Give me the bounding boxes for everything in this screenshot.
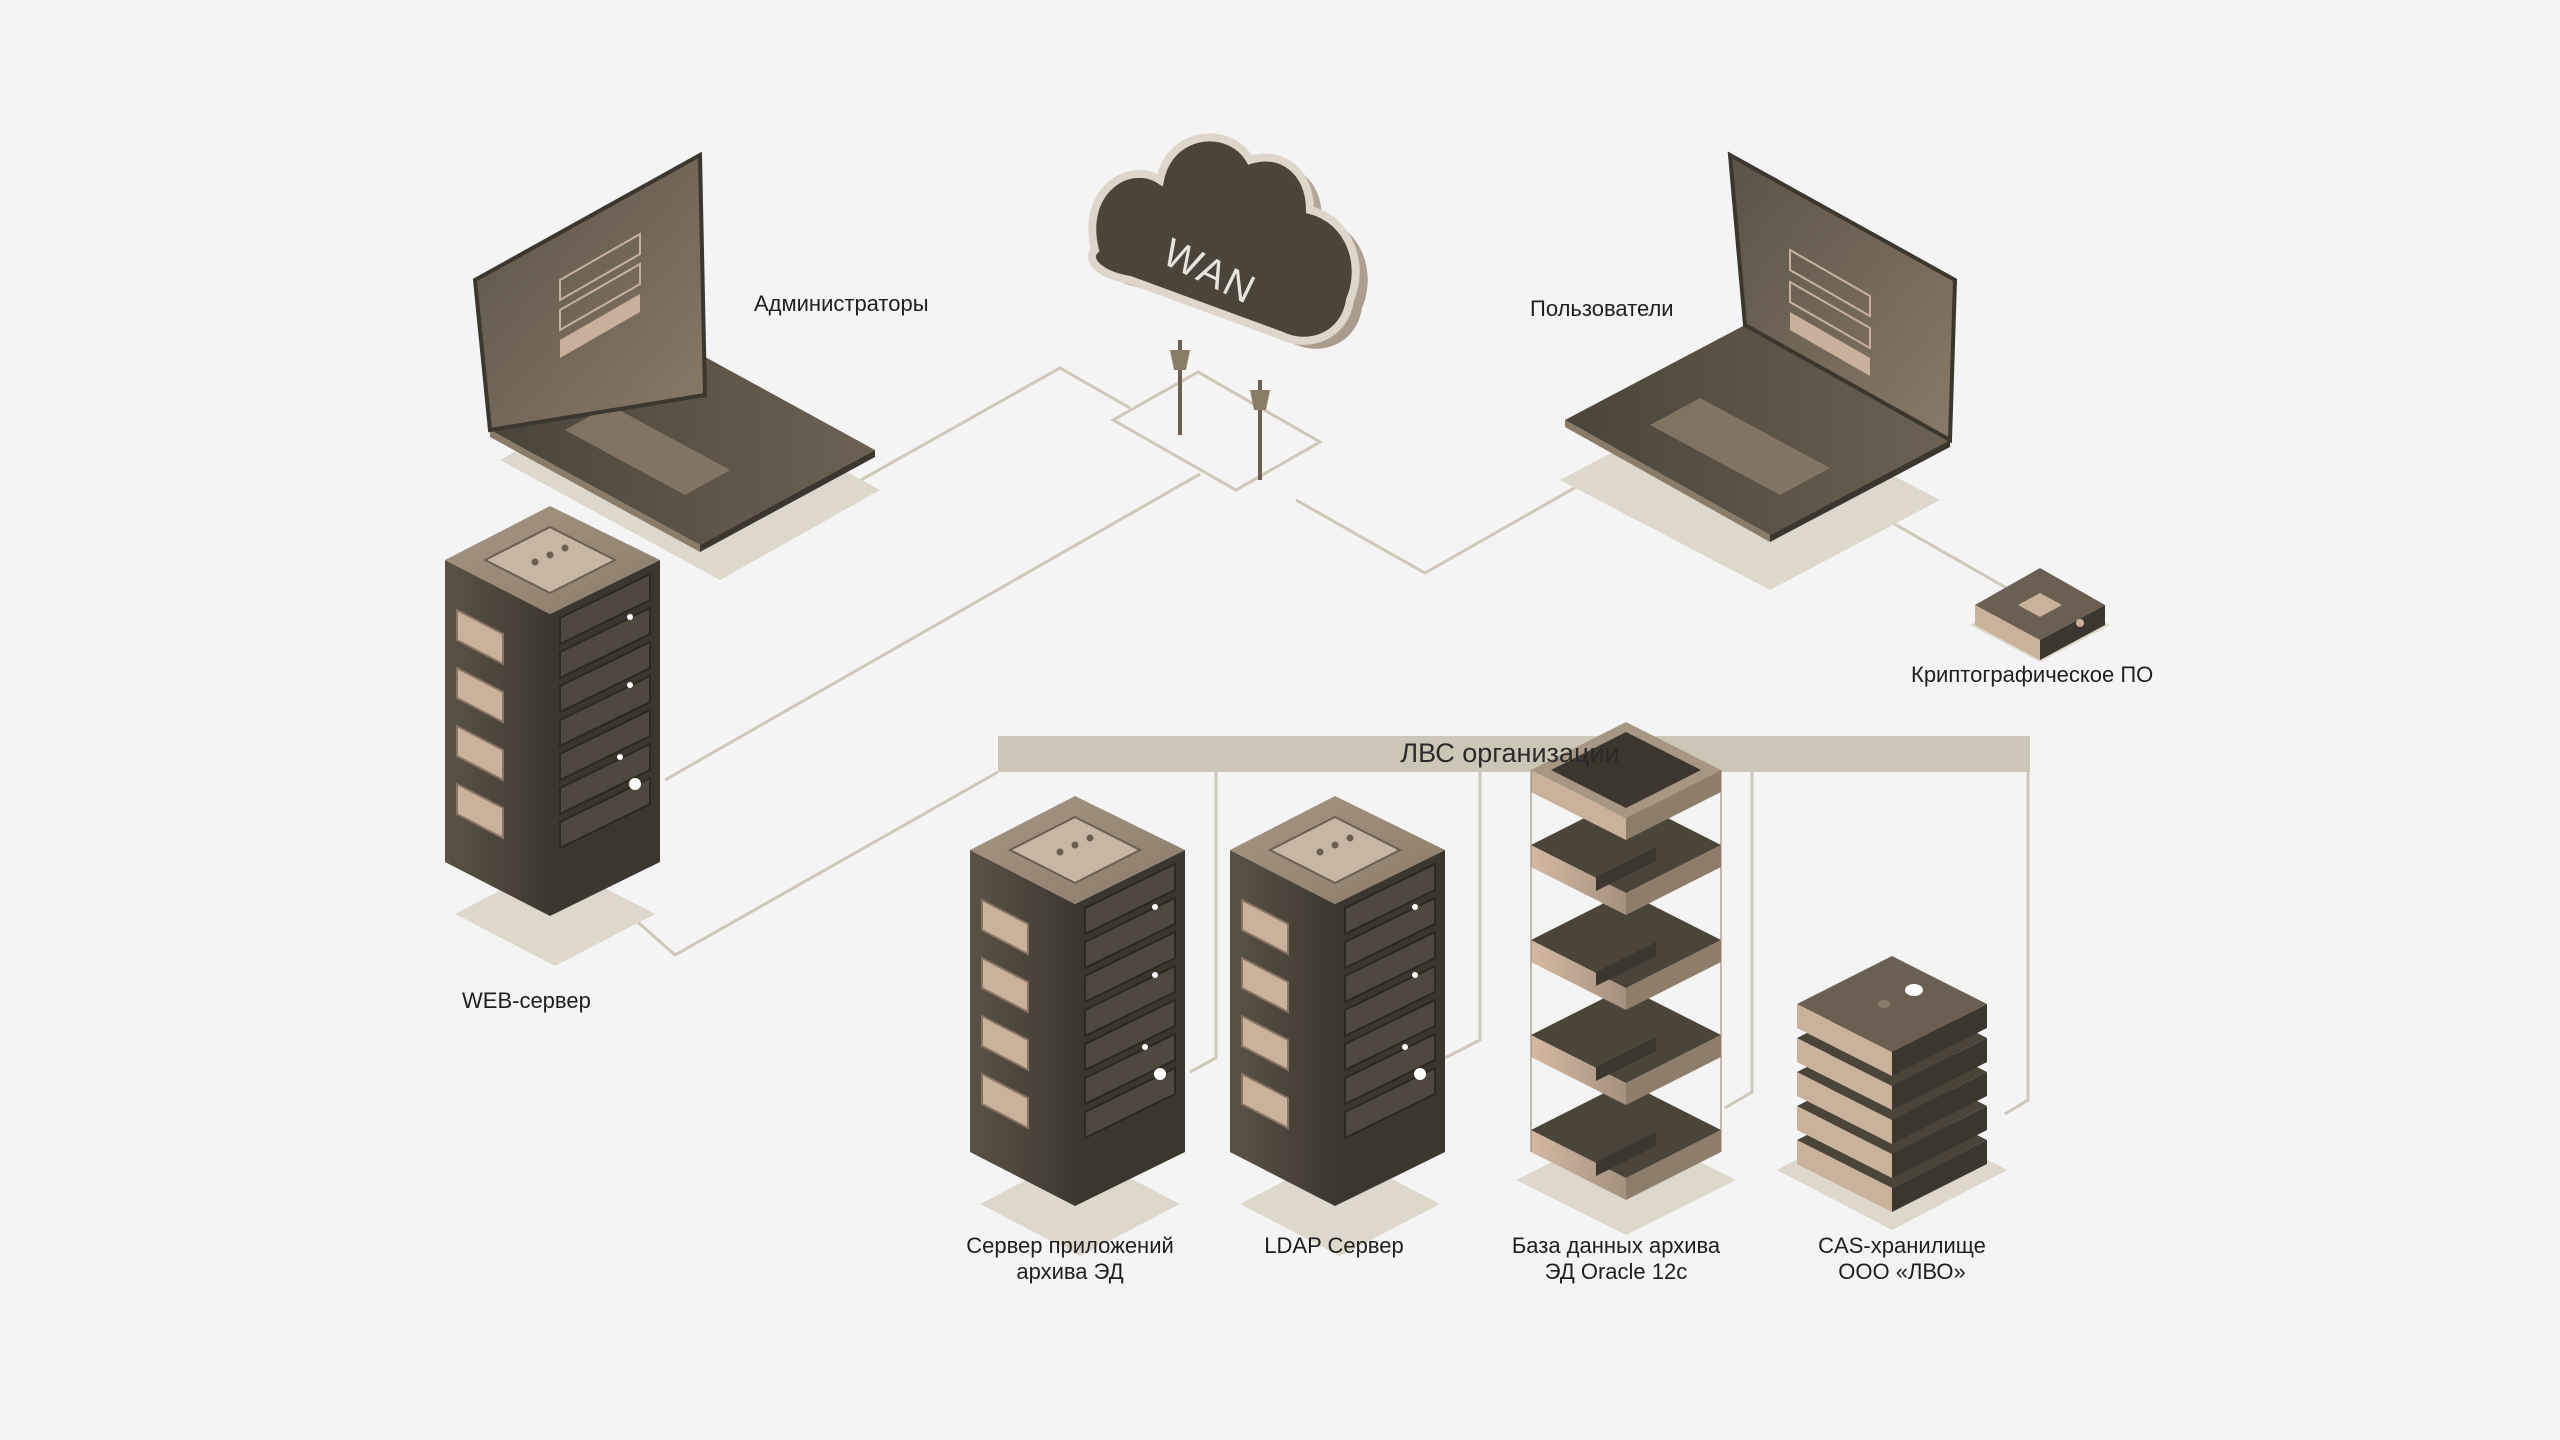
- server-rack-icon: [969, 795, 1186, 1257]
- crypto-device-icon: [1970, 568, 2110, 662]
- link-lan-db: [1724, 770, 1754, 1110]
- db-label-line2: ЭД Oracle 12c: [1544, 1259, 1688, 1284]
- users-label: Пользователи: [1530, 296, 1674, 321]
- app-server-label-line2: архива ЭД: [1016, 1259, 1124, 1284]
- admins-label: Администраторы: [754, 291, 929, 316]
- app-server-label-line1: Сервер приложений: [966, 1233, 1174, 1258]
- server-rack-icon: [444, 505, 661, 967]
- db-label-line1: База данных архива: [1511, 1233, 1721, 1258]
- web-server-label: WEB-сервер: [462, 988, 591, 1013]
- link-lan-ldap: [1444, 770, 1482, 1060]
- crypto-label: Криптографическое ПО: [1911, 662, 2154, 687]
- cas-label-line2: ООО «ЛВО»: [1838, 1259, 1966, 1284]
- database-stack-icon: [1516, 722, 1736, 1235]
- wan-cloud: WAN: [1087, 133, 1368, 480]
- lan-label: ЛВС организации: [1400, 738, 1620, 768]
- ldap-server-label: LDAP Сервер: [1264, 1233, 1404, 1258]
- link-wan-zone: [1109, 370, 1324, 492]
- app-server-label: Сервер приложений архива ЭД: [966, 1233, 1174, 1285]
- link-lan-app: [1189, 770, 1218, 1074]
- server-rack-icon: [1229, 795, 1446, 1257]
- cas-label: CAS-хранилище ООО «ЛВО»: [1818, 1233, 1986, 1285]
- link-wan-users: [1295, 460, 1621, 575]
- link-web-lan: [614, 770, 999, 957]
- storage-stack-icon: [1777, 956, 2007, 1230]
- link-wan-web: [664, 472, 1201, 782]
- link-lan-cas: [2004, 770, 2030, 1116]
- laptop-icon: [1560, 151, 1958, 590]
- cas-label-line1: CAS-хранилище: [1818, 1233, 1986, 1258]
- laptop-icon: [472, 151, 880, 580]
- db-label: База данных архива ЭД Oracle 12c: [1512, 1233, 1720, 1285]
- lan-bar: [998, 736, 2030, 772]
